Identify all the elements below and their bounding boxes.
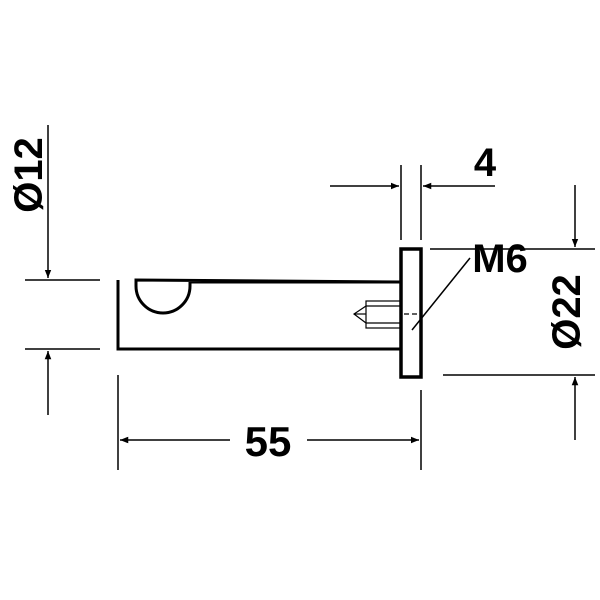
rosette-diameter-dimension	[430, 185, 595, 440]
label-thread-size: M6	[472, 237, 528, 281]
label-shaft-diameter: Ø12	[7, 137, 51, 213]
shaft-diameter-dimension	[25, 125, 100, 415]
rosette-thickness-dimension	[330, 165, 495, 240]
threaded-stud	[352, 300, 402, 329]
thread-leader-line	[411, 257, 471, 331]
hook-body	[116, 278, 402, 351]
hook-arm-outline	[116, 278, 402, 351]
overall-length-dimension	[117, 375, 422, 470]
rosette-plate	[399, 247, 423, 379]
stud-body	[365, 300, 402, 329]
label-rosette-diameter: Ø22	[545, 274, 589, 350]
label-overall-length: 55	[245, 418, 292, 465]
label-rosette-thickness: 4	[474, 141, 497, 185]
